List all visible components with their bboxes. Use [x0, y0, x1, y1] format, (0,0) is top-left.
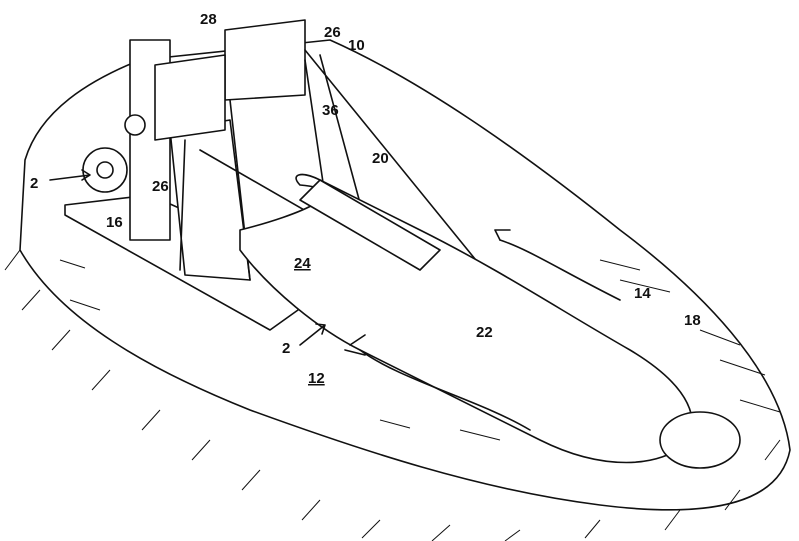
mat-outline — [19, 39, 791, 511]
label-36: 36 — [322, 102, 339, 119]
frame — [82, 19, 331, 281]
label-18: 18 — [684, 312, 701, 329]
label-20: 20 — [372, 150, 389, 167]
label-2-left: 2 — [30, 175, 38, 192]
person — [239, 173, 741, 469]
section-arrow-right — [299, 323, 326, 346]
label-2-right: 2 — [282, 340, 290, 357]
label-16: 16 — [106, 214, 123, 231]
label-24: 24 — [294, 255, 311, 272]
floor-hatching — [4, 249, 781, 541]
label-12: 12 — [308, 370, 325, 387]
label-14: 14 — [634, 285, 651, 302]
label-26-top: 26 — [324, 24, 341, 41]
section-arrow-left — [49, 169, 91, 181]
label-28: 28 — [200, 11, 217, 28]
label-10: 10 — [348, 37, 365, 54]
label-26-left: 26 — [152, 178, 169, 195]
label-22: 22 — [476, 324, 493, 341]
